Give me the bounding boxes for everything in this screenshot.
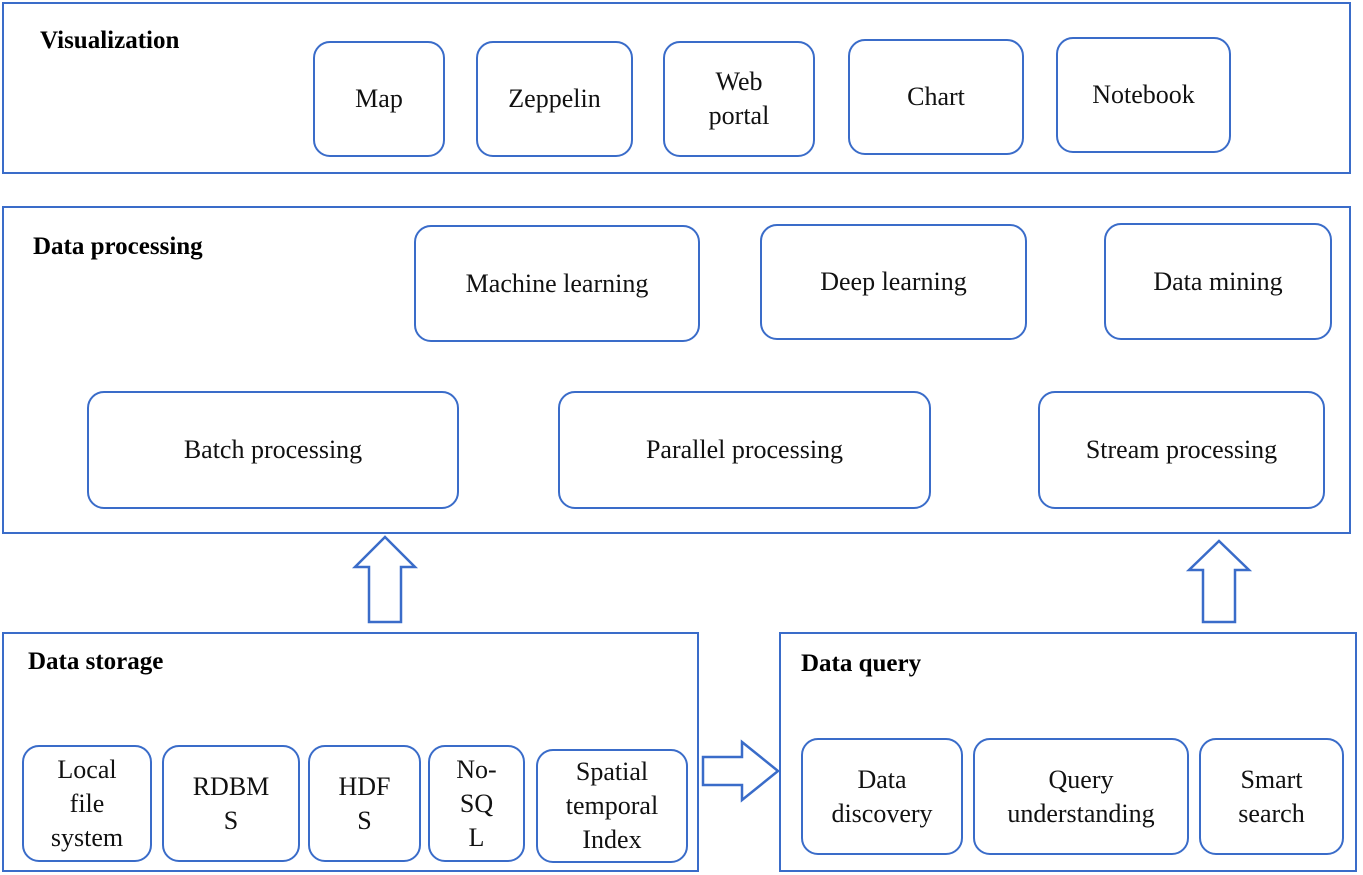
zeppelin-label: Zeppelin — [508, 84, 601, 113]
data-query-title: Data query — [801, 650, 922, 677]
stream-processing-node: Stream processing — [1038, 391, 1325, 509]
deep-learning-label: Deep learning — [820, 267, 967, 296]
data-mining-label: Data mining — [1153, 266, 1283, 296]
notebook-label: Notebook — [1092, 80, 1195, 109]
map-node: Map — [313, 41, 445, 157]
visualization-title: Visualization — [40, 27, 180, 54]
chart-node: Chart — [848, 39, 1024, 155]
data-storage-title: Data storage — [28, 648, 164, 675]
machine-learning-node: Machine learning — [414, 225, 700, 342]
zeppelin-node: Zeppelin — [476, 41, 633, 157]
stream-processing-label: Stream processing — [1085, 435, 1278, 464]
deep-learning-node: Deep learning — [760, 224, 1027, 340]
data-mining-node: Data mining — [1104, 223, 1332, 340]
notebook-node: Notebook — [1056, 37, 1231, 153]
parallel-processing-label: Parallel processing — [645, 435, 844, 464]
batch-processing-label: Batch processing — [183, 435, 363, 464]
map-label: Map — [355, 84, 403, 113]
parallel-processing-node: Parallel processing — [558, 391, 931, 509]
storage-to-processing-arrow — [351, 535, 419, 624]
chart-label: Chart — [907, 82, 965, 111]
machine-learning-label: Machine learning — [465, 268, 649, 298]
query-to-processing-arrow — [1185, 539, 1253, 624]
storage-to-query-arrow — [701, 739, 780, 803]
data-processing-title: Data processing — [33, 233, 203, 260]
batch-processing-node: Batch processing — [87, 391, 459, 509]
